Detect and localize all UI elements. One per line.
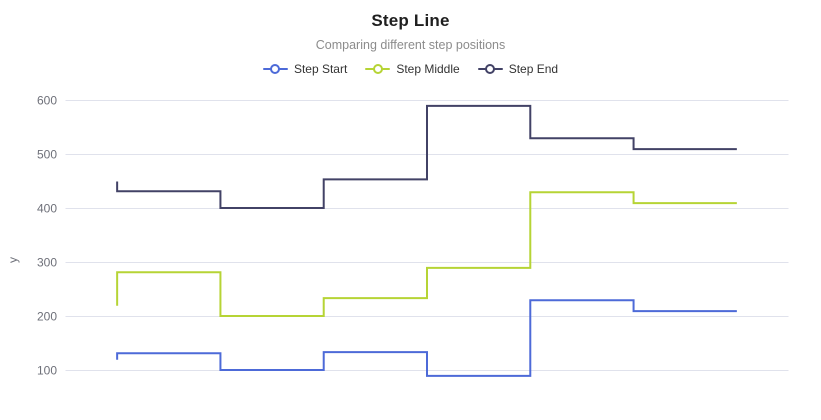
y-tick-label: 100: [37, 364, 57, 378]
series-line-step-start: [116, 299, 737, 377]
legend: Step Start Step Middle Step End: [0, 62, 821, 76]
chart-title: Step Line: [371, 11, 450, 30]
y-tick-label: 200: [37, 310, 57, 324]
y-tick-label: 400: [37, 202, 57, 216]
legend-ring-icon: [270, 64, 281, 74]
y-tick-label: 600: [37, 94, 57, 108]
y-tick-label: 500: [37, 148, 57, 162]
legend-item-label: Step End: [508, 62, 559, 76]
chart-header: Step Line Comparing different step posit…: [0, 0, 821, 76]
legend-item-step-middle[interactable]: Step Middle: [365, 62, 460, 76]
legend-item-label: Step Start: [293, 62, 348, 76]
y-axis-label: y: [6, 257, 20, 263]
series-line-step-middle: [116, 191, 737, 317]
legend-ring-icon: [485, 64, 496, 74]
legend-ring-icon: [372, 64, 383, 74]
legend-line-circle-icon: [262, 64, 288, 74]
legend-line-circle-icon: [365, 64, 391, 74]
legend-item-label: Step Middle: [396, 62, 460, 76]
chart-subtitle: Comparing different step positions: [315, 38, 506, 52]
legend-item-step-start[interactable]: Step Start: [262, 62, 348, 76]
legend-item-step-end[interactable]: Step End: [477, 62, 559, 76]
legend-line-circle-icon: [477, 64, 503, 74]
y-tick-label: 300: [37, 256, 57, 270]
series-line-step-end: [116, 104, 737, 209]
